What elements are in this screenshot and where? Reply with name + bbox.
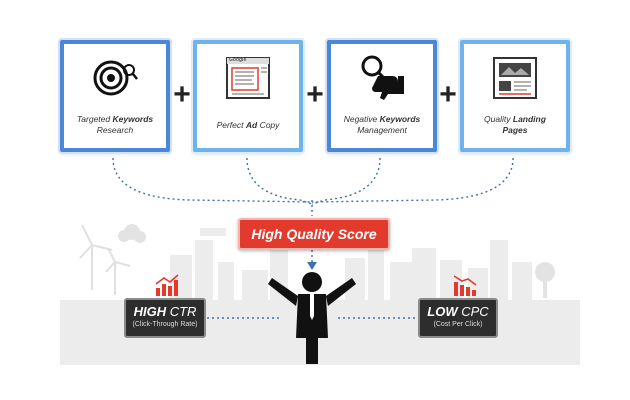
card-label: Quality Landing Pages bbox=[484, 114, 546, 135]
card-negative-keywords: Negative Keywords Management bbox=[327, 40, 437, 152]
cloud bbox=[118, 224, 146, 243]
connector-lines bbox=[112, 157, 514, 319]
decline-chart-icon bbox=[453, 275, 477, 296]
plus-sign: + bbox=[439, 78, 457, 111]
growth-chart-icon bbox=[155, 274, 179, 296]
card-label: Targeted Keywords Research bbox=[76, 114, 154, 135]
thumbs-down-magnifier-icon bbox=[361, 55, 404, 100]
high-ctr-tag: HIGH CTR (Click-Through Rate) bbox=[124, 298, 206, 338]
card-label: Perfect Ad Copy bbox=[216, 120, 280, 130]
target-search-icon bbox=[93, 60, 138, 96]
high-quality-score-banner: High Quality Score bbox=[238, 218, 390, 250]
card-landing-pages: Quality Landing Pages bbox=[460, 40, 570, 152]
card-label: Negative Keywords Management bbox=[343, 114, 421, 135]
card-ad-copy: Google Perfect Ad Copy bbox=[193, 40, 303, 152]
person-arms-raised-icon bbox=[268, 272, 356, 364]
plus-sign: + bbox=[173, 78, 191, 111]
low-cpc-tag: LOW CPC (Cost Per Click) bbox=[418, 298, 498, 338]
landing-page-icon bbox=[493, 57, 537, 99]
plus-sign: + bbox=[306, 78, 324, 111]
ad-page-icon bbox=[226, 57, 270, 99]
down-arrow-icon bbox=[307, 262, 317, 270]
wind-turbines bbox=[79, 224, 131, 295]
card-keyword-research: Targeted Keywords Research bbox=[60, 40, 170, 152]
ad-mock-text: Google bbox=[229, 57, 247, 63]
tree bbox=[535, 262, 555, 298]
